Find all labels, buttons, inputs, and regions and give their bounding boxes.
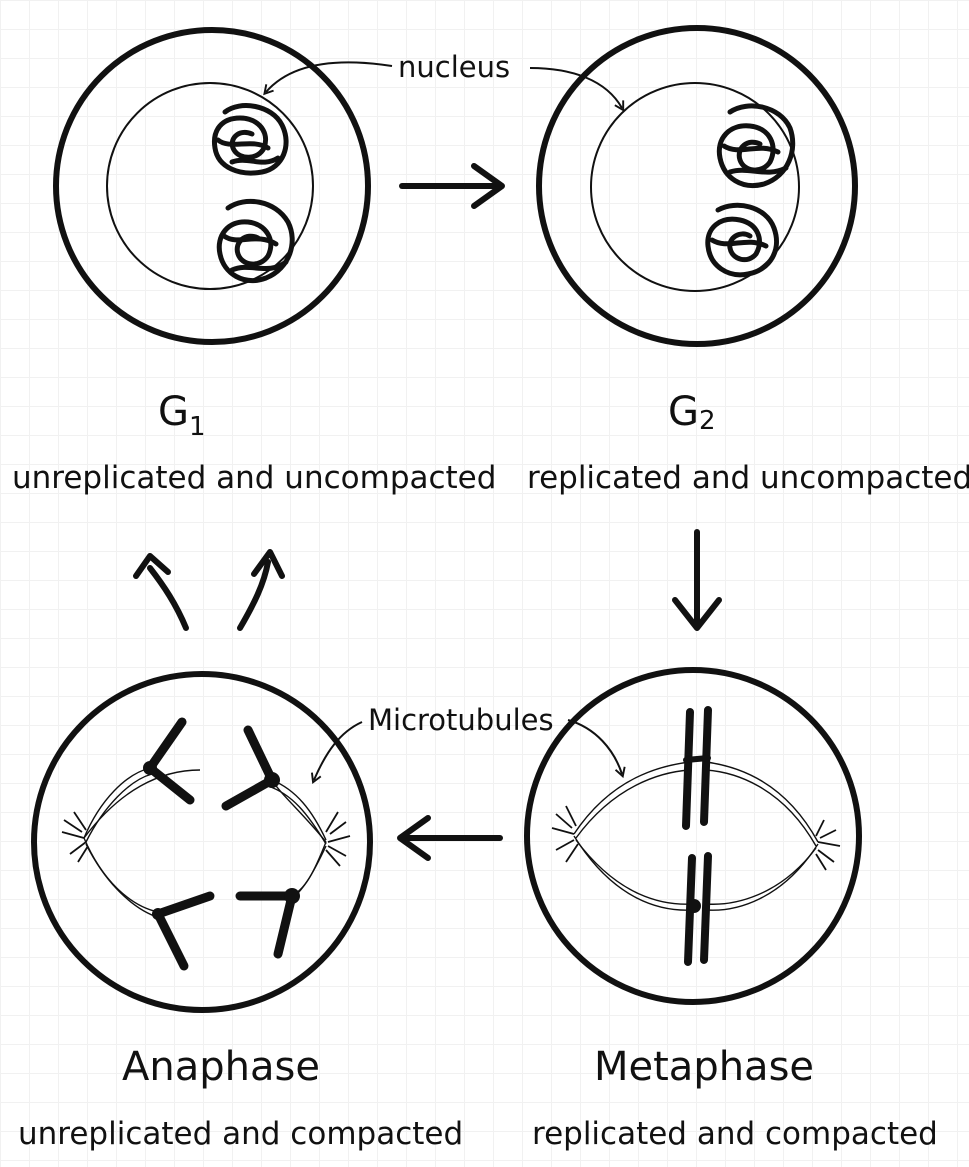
anaphase-cell-membrane	[34, 674, 370, 1010]
anaphase-description: unreplicated and compacted	[18, 1116, 463, 1152]
g1-chromatin-lower	[219, 201, 292, 280]
g1-description: unreplicated and uncompacted	[12, 460, 496, 496]
metaphase-description: replicated and compacted	[532, 1116, 938, 1152]
arrow-metaphase-to-anaphase	[400, 818, 500, 858]
microtubules-label: Microtubules	[368, 703, 554, 737]
g1-chromatin-upper	[214, 106, 286, 173]
anaphase-right-pole	[326, 812, 350, 866]
g2-cell-membrane	[539, 28, 855, 344]
arrows-anaphase-to-g1	[136, 552, 282, 628]
g1-cell	[56, 30, 368, 342]
nucleus-label: nucleus	[398, 50, 510, 84]
metaphase-chromosomes	[686, 710, 708, 962]
g1-label: G1	[158, 389, 206, 442]
anaphase-cell	[34, 674, 370, 1010]
metaphase-cell	[527, 670, 859, 1002]
g1-nucleus	[107, 83, 313, 289]
g2-label: G2	[668, 389, 716, 436]
microtubules-pointer-right	[568, 720, 622, 774]
anaphase-chromosomes	[143, 722, 300, 966]
nucleus-pointer-left	[266, 62, 392, 92]
g2-cell	[539, 28, 855, 344]
g2-chromatin-lower	[708, 205, 777, 274]
arrow-g2-to-metaphase	[675, 532, 719, 628]
metaphase-microtubules	[574, 762, 818, 910]
arrow-g1-to-g2	[402, 166, 502, 206]
g2-nucleus	[591, 83, 799, 291]
g2-description: replicated and uncompacted	[527, 460, 969, 496]
g2-chromatin-upper	[719, 106, 792, 186]
metaphase-right-pole	[816, 820, 840, 870]
nucleus-annotation: nucleus	[266, 50, 622, 108]
g1-cell-membrane	[56, 30, 368, 342]
metaphase-label: Metaphase	[594, 1044, 814, 1090]
anaphase-label: Anaphase	[122, 1044, 320, 1090]
